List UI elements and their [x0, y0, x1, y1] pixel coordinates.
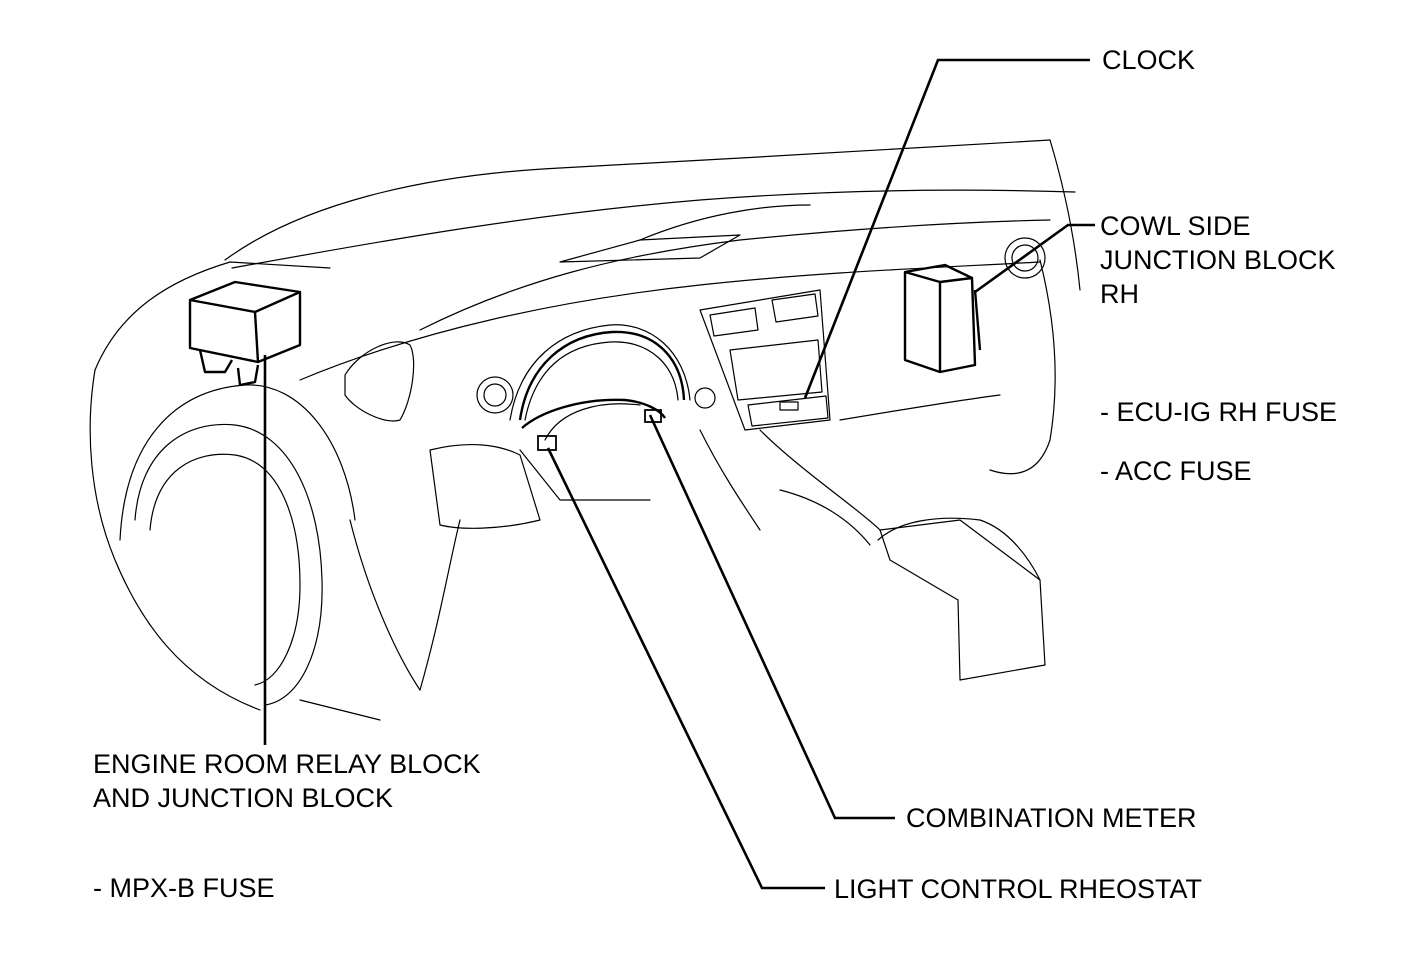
clock-display	[779, 401, 799, 411]
cowl-leader	[974, 223, 1095, 294]
light-control-leader	[546, 447, 825, 890]
left-vent	[476, 376, 514, 414]
mpx-b-fuse-label: - MPX-B FUSE	[93, 873, 275, 903]
acc-fuse-label: - ACC FUSE	[1100, 456, 1252, 486]
display-screen	[729, 339, 823, 401]
cowl-junction-block	[903, 263, 982, 374]
a-pillar	[349, 519, 421, 691]
combination-meter-outline	[518, 330, 686, 429]
cowl-side-label-line1: COWL SIDE	[1100, 211, 1251, 241]
light-control-rheostat	[537, 435, 557, 451]
side-mirror	[344, 341, 415, 422]
light-control-rheostat-label: LIGHT CONTROL RHEOSTAT	[834, 874, 1203, 904]
clock-panel	[747, 395, 829, 427]
windshield-outline	[224, 139, 1051, 261]
right-vent	[1004, 237, 1046, 279]
upper-vent-left	[709, 307, 759, 337]
engine-room-label-line2: AND JUNCTION BLOCK	[93, 783, 394, 813]
fender-outline	[94, 261, 331, 371]
combination-meter-leader	[648, 414, 895, 820]
engine-room-label-line1: ENGINE ROOM RELAY BLOCK	[93, 749, 481, 779]
center-stack	[699, 289, 831, 431]
engine-room-relay-block	[188, 280, 302, 387]
cowl-outline	[231, 189, 1076, 269]
tire-outer	[134, 423, 323, 706]
clock-leader	[803, 58, 1090, 399]
wheel-arch	[119, 384, 356, 541]
cowl-side-label-line2: JUNCTION BLOCK	[1100, 245, 1336, 275]
combination-meter-label: COMBINATION METER	[906, 803, 1197, 833]
center-console	[759, 429, 1046, 681]
tire-inner	[149, 453, 301, 686]
upper-vent-right	[771, 293, 819, 323]
cowl-side-label-line3: RH	[1100, 279, 1139, 309]
meter-hood	[509, 324, 691, 421]
clock-label: CLOCK	[1102, 45, 1196, 75]
ecu-ig-rh-fuse-label: - ECU-IG RH FUSE	[1100, 397, 1338, 427]
